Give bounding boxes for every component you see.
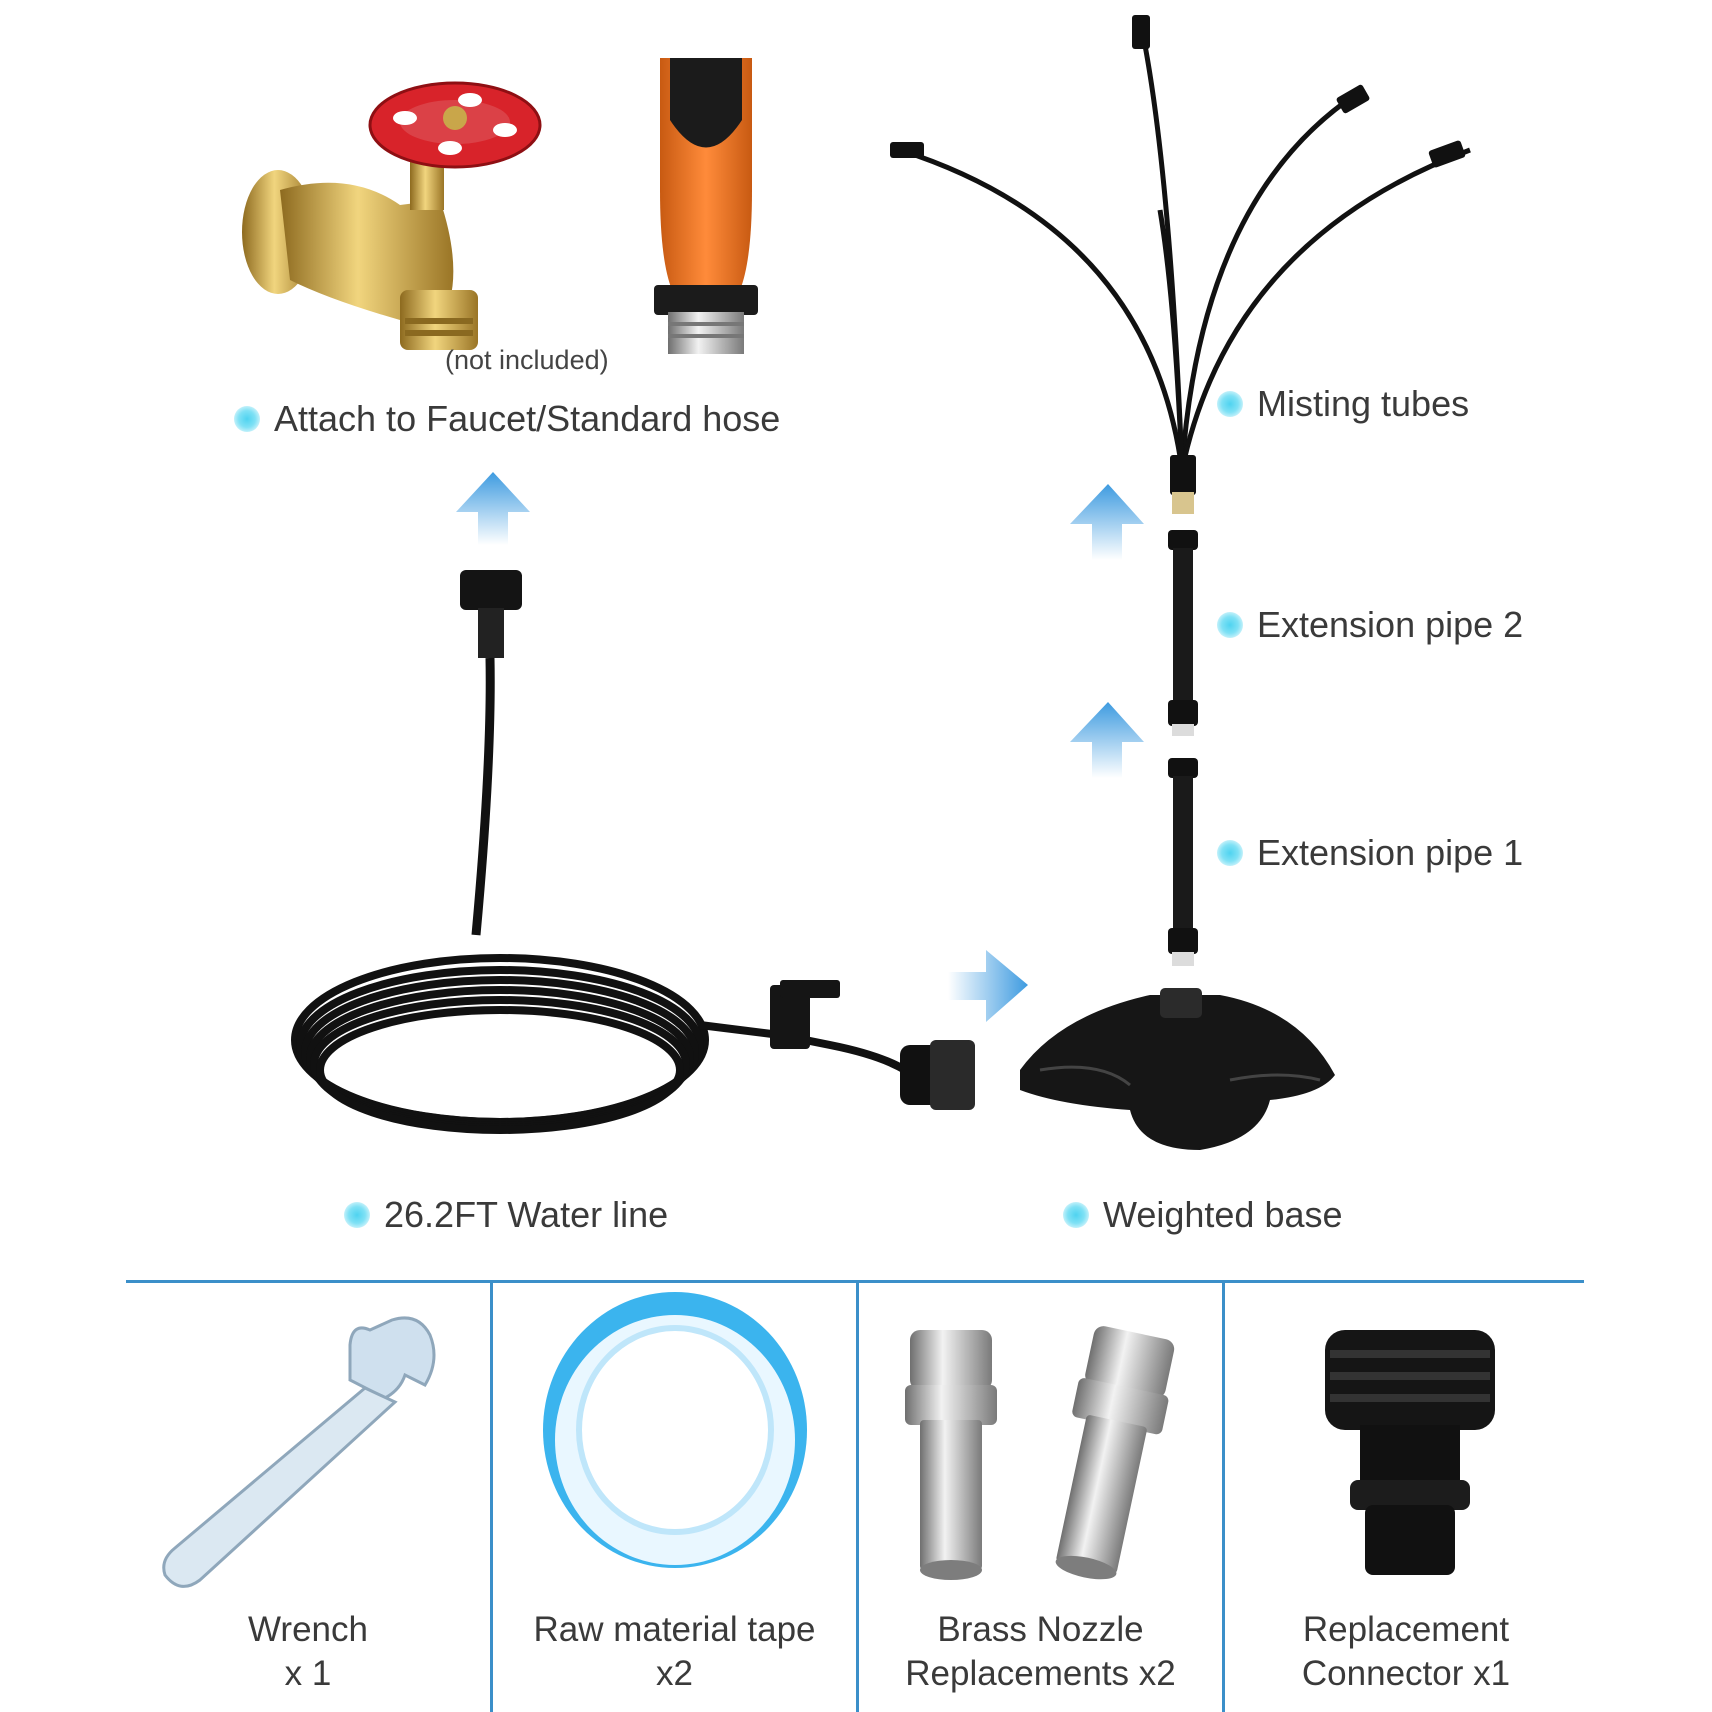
- arrow-up-icon: [456, 472, 530, 545]
- accessory-caption-line1: Replacement: [1302, 1610, 1510, 1649]
- faucet-label: Attach to Faucet/Standard hose: [234, 398, 780, 440]
- water-line-label-text: 26.2FT Water line: [384, 1194, 669, 1235]
- weighted-base-label: Weighted base: [1063, 1194, 1343, 1236]
- bullet-icon: [344, 1202, 370, 1228]
- accessory-caption-line1: Wrench: [248, 1610, 368, 1649]
- bullet-icon: [1217, 840, 1243, 866]
- wrench-icon: [162, 1316, 436, 1588]
- accessory-caption-line2: Connector x1: [1301, 1654, 1511, 1693]
- bullet-icon: [1217, 391, 1243, 417]
- accessory-caption-line1: Raw material tape: [533, 1610, 816, 1649]
- faucet-label-text: Attach to Faucet/Standard hose: [274, 398, 781, 439]
- accessory-caption-nozzle: Brass Nozzle Replacements x2: [859, 1608, 1222, 1696]
- accessory-caption-tape: Raw material tape x2: [493, 1608, 856, 1696]
- bullet-icon: [1217, 612, 1243, 638]
- accessory-caption-wrench: Wrench x 1: [126, 1608, 490, 1696]
- extension-pipe-2-label-text: Extension pipe 2: [1257, 604, 1524, 645]
- accessory-caption-connector: Replacement Connector x1: [1225, 1608, 1587, 1696]
- bullet-icon: [1063, 1202, 1089, 1228]
- extension-pipe-1-label: Extension pipe 1: [1217, 832, 1523, 874]
- brass-nozzle-icon: [905, 1326, 1175, 1580]
- accessory-caption-line2: x2: [656, 1654, 693, 1693]
- tape-roll-icon: [543, 1292, 807, 1568]
- misting-tubes-label: Misting tubes: [1217, 383, 1469, 425]
- extension-pipe-2-label: Extension pipe 2: [1217, 604, 1523, 646]
- water-line-label: 26.2FT Water line: [344, 1194, 668, 1236]
- accessory-caption-line2: Replacements x2: [905, 1654, 1176, 1693]
- not-included-note: (not included): [445, 345, 609, 375]
- accessory-caption-line1: Brass Nozzle: [937, 1610, 1144, 1649]
- hose-connector-icon: [1325, 1330, 1495, 1575]
- weighted-base-label-text: Weighted base: [1103, 1194, 1343, 1235]
- bullet-icon: [234, 406, 260, 432]
- misting-tubes-label-text: Misting tubes: [1257, 383, 1470, 424]
- extension-pipe-1-label-text: Extension pipe 1: [1257, 832, 1524, 873]
- accessory-caption-line2: x 1: [284, 1654, 332, 1693]
